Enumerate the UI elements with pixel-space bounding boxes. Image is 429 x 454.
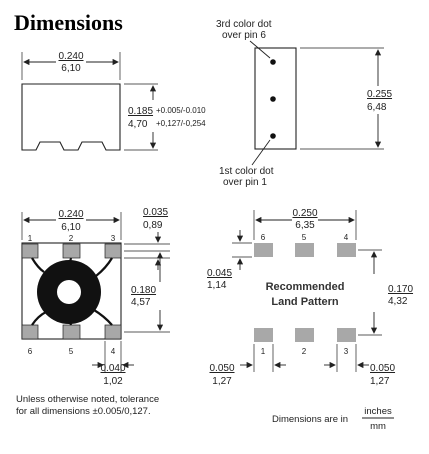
bv-pin-label-2: 2 xyxy=(69,234,74,243)
bv-pad-2 xyxy=(62,243,81,259)
color-dot-1 xyxy=(270,133,276,139)
lp-width-mm: 6,35 xyxy=(295,220,315,231)
lp-pad-h-mm: 1,14 xyxy=(207,280,227,291)
bv-pin-label-5: 5 xyxy=(69,347,74,356)
height-tol-in: +0.005/-0.010 xyxy=(156,106,206,115)
height-mm: 4,70 xyxy=(128,119,148,130)
units-note: Dimensions are in inches mm xyxy=(272,406,394,432)
lp-pin-label-1: 1 xyxy=(261,347,266,356)
lp-pad-h-in: 0.045 xyxy=(207,268,232,279)
units-inches: inches xyxy=(364,406,392,417)
lp-pitch-mm: 4,32 xyxy=(388,296,408,307)
units-mm: mm xyxy=(370,421,386,432)
lp-pitch-in: 0.170 xyxy=(388,284,413,295)
lp-pad-left-in: 0.050 xyxy=(209,363,234,374)
wire-leads xyxy=(31,257,113,326)
bv-pin-label-1: 1 xyxy=(28,234,33,243)
height-tol-mm: +0,127/-0,254 xyxy=(156,119,206,128)
bv-pad-mm: 0,89 xyxy=(143,220,163,231)
lp-pad-2 xyxy=(295,328,314,342)
width-mm: 6,10 xyxy=(61,63,81,74)
lp-pin-label-3: 3 xyxy=(344,347,349,356)
toroid-hole xyxy=(57,280,81,304)
tolerance-note-line2: for all dimensions ±0.005/0,127. xyxy=(16,406,151,417)
dot-bottom-label-line2: over pin 1 xyxy=(223,177,267,188)
bv-pad-w-mm: 1,02 xyxy=(103,376,123,387)
dot-top-label-line2: over pin 6 xyxy=(222,30,266,41)
lp-pad-6 xyxy=(254,243,273,257)
bv-pitch-in: 0.180 xyxy=(131,285,156,296)
side-height-in: 0.255 xyxy=(367,89,392,100)
side-view: 3rd color dot over pin 6 1st color dot o… xyxy=(216,19,392,188)
bv-pad-5 xyxy=(62,324,81,340)
lp-label-line1: Recommended xyxy=(266,281,345,293)
page-title: Dimensions xyxy=(14,10,123,35)
lp-pad-4 xyxy=(337,243,356,257)
bv-pin-label-3: 3 xyxy=(111,234,116,243)
dot-bottom-label-line1: 1st color dot xyxy=(219,166,274,177)
lp-width-in: 0.250 xyxy=(292,208,317,219)
height-in: 0.185 xyxy=(128,106,153,117)
lp-pad-1 xyxy=(254,328,273,342)
lp-pad-3 xyxy=(337,328,356,342)
bv-pin-label-6: 6 xyxy=(28,347,33,356)
color-dot-3 xyxy=(270,59,276,65)
bv-pitch-mm: 4,57 xyxy=(131,297,151,308)
tolerance-note-line1: Unless otherwise noted, tolerance xyxy=(16,394,159,405)
lp-pad-right-mm: 1,27 xyxy=(370,376,390,387)
bv-width-in: 0.240 xyxy=(58,209,83,220)
dot-top-label-line1: 3rd color dot xyxy=(216,19,272,30)
lp-label-line2: Land Pattern xyxy=(271,296,339,308)
color-dot-2 xyxy=(270,96,276,102)
lp-pad-5 xyxy=(295,243,314,257)
bottom-view: 0.240 6,10 0.035 0,89 1 2 xyxy=(21,207,170,387)
lp-pin-label-5: 5 xyxy=(302,233,307,242)
bv-pad-4 xyxy=(104,324,122,340)
lp-pad-right-in: 0.050 xyxy=(370,363,395,374)
top-view: 0.240 6,10 0.185 +0.005/-0.010 4,70 +0,1… xyxy=(21,51,206,151)
bv-pad-3 xyxy=(104,243,122,259)
side-height-mm: 6,48 xyxy=(367,102,387,113)
dot-top-leader xyxy=(249,40,271,59)
lp-pin-label-2: 2 xyxy=(302,347,307,356)
bv-pad-6 xyxy=(21,324,39,340)
dot-bottom-leader xyxy=(251,139,271,166)
width-in: 0.240 xyxy=(58,51,83,62)
bv-pad-in: 0.035 xyxy=(143,207,168,218)
lp-pad-left-mm: 1,27 xyxy=(212,376,232,387)
land-pattern: 0.250 6,35 6 5 4 1 2 3 Recommended Land … xyxy=(207,208,413,387)
lp-pin-label-4: 4 xyxy=(344,233,349,242)
bv-width-mm: 6,10 xyxy=(61,222,81,233)
units-prefix: Dimensions are in xyxy=(272,414,348,425)
lp-pin-label-6: 6 xyxy=(261,233,266,242)
bv-pad-w-in: 0.040 xyxy=(100,363,125,374)
bv-pin-label-4: 4 xyxy=(111,347,116,356)
component-front-outline xyxy=(21,83,121,151)
bv-pad-1 xyxy=(21,243,39,259)
